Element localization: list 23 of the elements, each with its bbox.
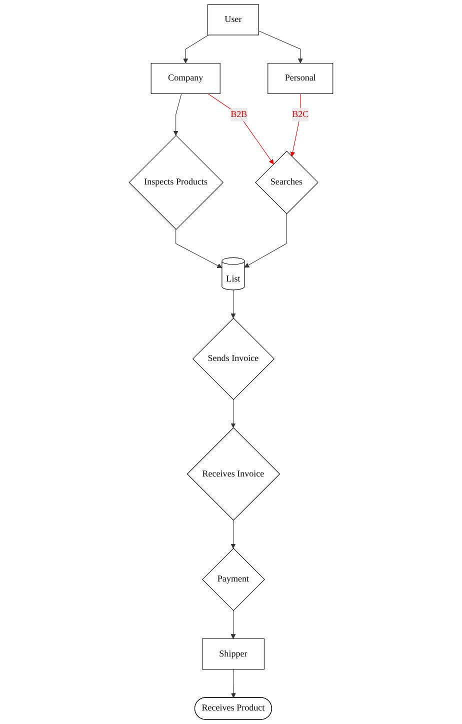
- arrow: [230, 290, 236, 318]
- arrow: [244, 213, 287, 268]
- node-box: Shipper: [202, 638, 264, 670]
- arrow: [230, 399, 236, 428]
- arrow: [173, 93, 182, 136]
- edge-label: B2C: [292, 110, 309, 120]
- arrow: [230, 610, 236, 639]
- arrow: [176, 229, 222, 268]
- node-box: User: [207, 4, 259, 36]
- arrow: [208, 93, 274, 164]
- node-box: Company: [150, 62, 220, 94]
- arrow: [230, 668, 236, 698]
- node-diamond: Inspects Products: [128, 135, 224, 230]
- edge-label: B2B: [230, 110, 248, 120]
- node-box: Personal: [268, 62, 334, 94]
- node-diamond: Searches: [255, 150, 318, 214]
- arrow: [258, 30, 303, 64]
- node-diamond: Payment: [202, 548, 265, 611]
- node-diamond: Receives Invoice: [186, 427, 280, 521]
- arrow: [230, 520, 236, 549]
- arrow: [290, 93, 301, 157]
- arrow: [183, 34, 209, 64]
- node-diamond: Sends Invoice: [192, 318, 275, 400]
